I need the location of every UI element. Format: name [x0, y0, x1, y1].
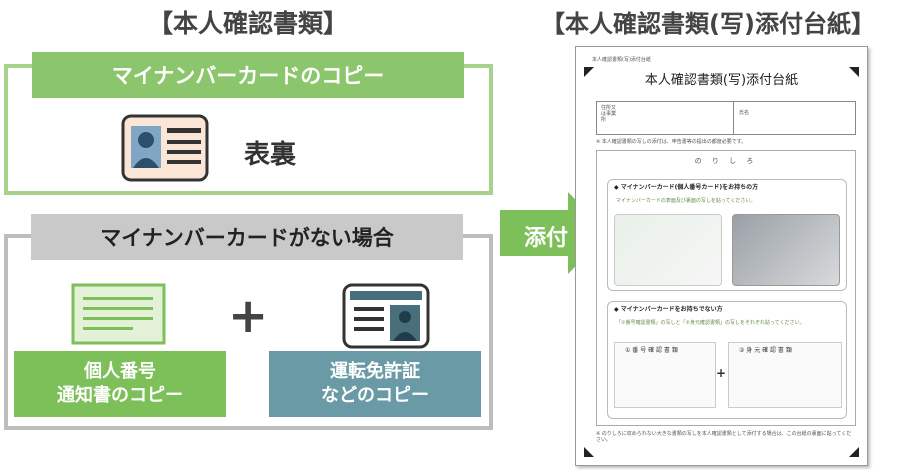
name-label: 氏名	[739, 110, 750, 116]
non-card-holder-instruction: 「①番号確認書類」の写しと「②身元確認書類」の写しをそれぞれ貼ってください。	[616, 320, 805, 326]
identity-doc-box: ② 身 元 確 認 書 類	[728, 342, 842, 408]
corner-mark-icon	[584, 67, 594, 77]
table-divider	[733, 102, 734, 134]
corner-mark-icon	[584, 447, 594, 457]
sheet-title: 本人確認書類(写)添付台紙	[644, 73, 799, 88]
non-card-holder-heading: ◆ マイナンバーカードをお持ちでない方	[614, 306, 723, 313]
card-holder-section: ◆ マイナンバーカード(個人番号カード)をお持ちの方 マイナンバーカードの表面及…	[607, 179, 847, 291]
sheet-note: ※ 本人確認書類の写しの添付は、申告書等の提出の都度必要です。	[596, 139, 747, 145]
notification-copy-line2: 通知書のコピー	[57, 385, 183, 406]
front-back-label: 表裏	[244, 140, 297, 170]
number-doc-label: ① 番 号 確 認 書 類	[625, 347, 678, 354]
card-back-image	[732, 214, 840, 286]
license-copy-label: 運転免許証 などのコピー	[269, 351, 481, 417]
corner-mark-icon	[849, 447, 859, 457]
attach-label: 添付	[524, 226, 569, 251]
my-number-card-copy-banner: マイナンバーカードのコピー	[32, 52, 464, 98]
drivers-license-icon	[342, 283, 430, 349]
section-title-documents: 【本人確認書類】	[147, 9, 348, 38]
license-copy-line1: 運転免許証	[330, 360, 420, 382]
plus-sign: +	[228, 288, 269, 344]
no-card-banner: マイナンバーカードがない場合	[31, 214, 463, 260]
non-card-holder-section: ◆ マイナンバーカードをお持ちでない方 「①番号確認書類」の写しと「②身元確認書…	[607, 301, 847, 419]
sheet-footnote: ※ のりしろに収められない大きな書類の写しを本人確認書類として添付する場合は、こ…	[596, 431, 852, 443]
section-title-attachment-sheet: 【本人確認書類(写)添付台紙】	[541, 10, 875, 38]
identity-doc-label: ② 身 元 確 認 書 類	[739, 347, 792, 354]
notification-document-icon	[71, 283, 166, 345]
attachment-sheet-preview: 本人確認書類(写)添付台紙 本人確認書類(写)添付台紙 住所又は事業所 氏名 ※…	[575, 46, 868, 466]
license-copy-line2: などのコピー	[321, 385, 429, 406]
notification-copy-line1: 個人番号	[84, 360, 156, 382]
card-holder-heading: ◆ マイナンバーカード(個人番号カード)をお持ちの方	[614, 184, 759, 191]
paste-area: の り し ろ ◆ マイナンバーカード(個人番号カード)をお持ちの方 マイナンバ…	[596, 150, 856, 426]
sheet-info-table: 住所又は事業所 氏名	[596, 101, 856, 135]
plus-sign-small: +	[716, 366, 727, 380]
paste-area-label: の り し ろ	[694, 157, 758, 165]
notification-copy-label: 個人番号 通知書のコピー	[14, 351, 226, 417]
card-front-image	[614, 214, 722, 286]
address-label: 住所又は事業所	[601, 105, 617, 123]
sheet-header: 本人確認書類(写)添付台紙	[592, 57, 651, 63]
corner-mark-icon	[849, 67, 859, 77]
id-card-icon	[121, 114, 209, 182]
card-holder-instruction: マイナンバーカードの表面及び裏面の写しを貼ってください。	[616, 198, 756, 204]
number-doc-box: ① 番 号 確 認 書 類	[614, 342, 716, 408]
